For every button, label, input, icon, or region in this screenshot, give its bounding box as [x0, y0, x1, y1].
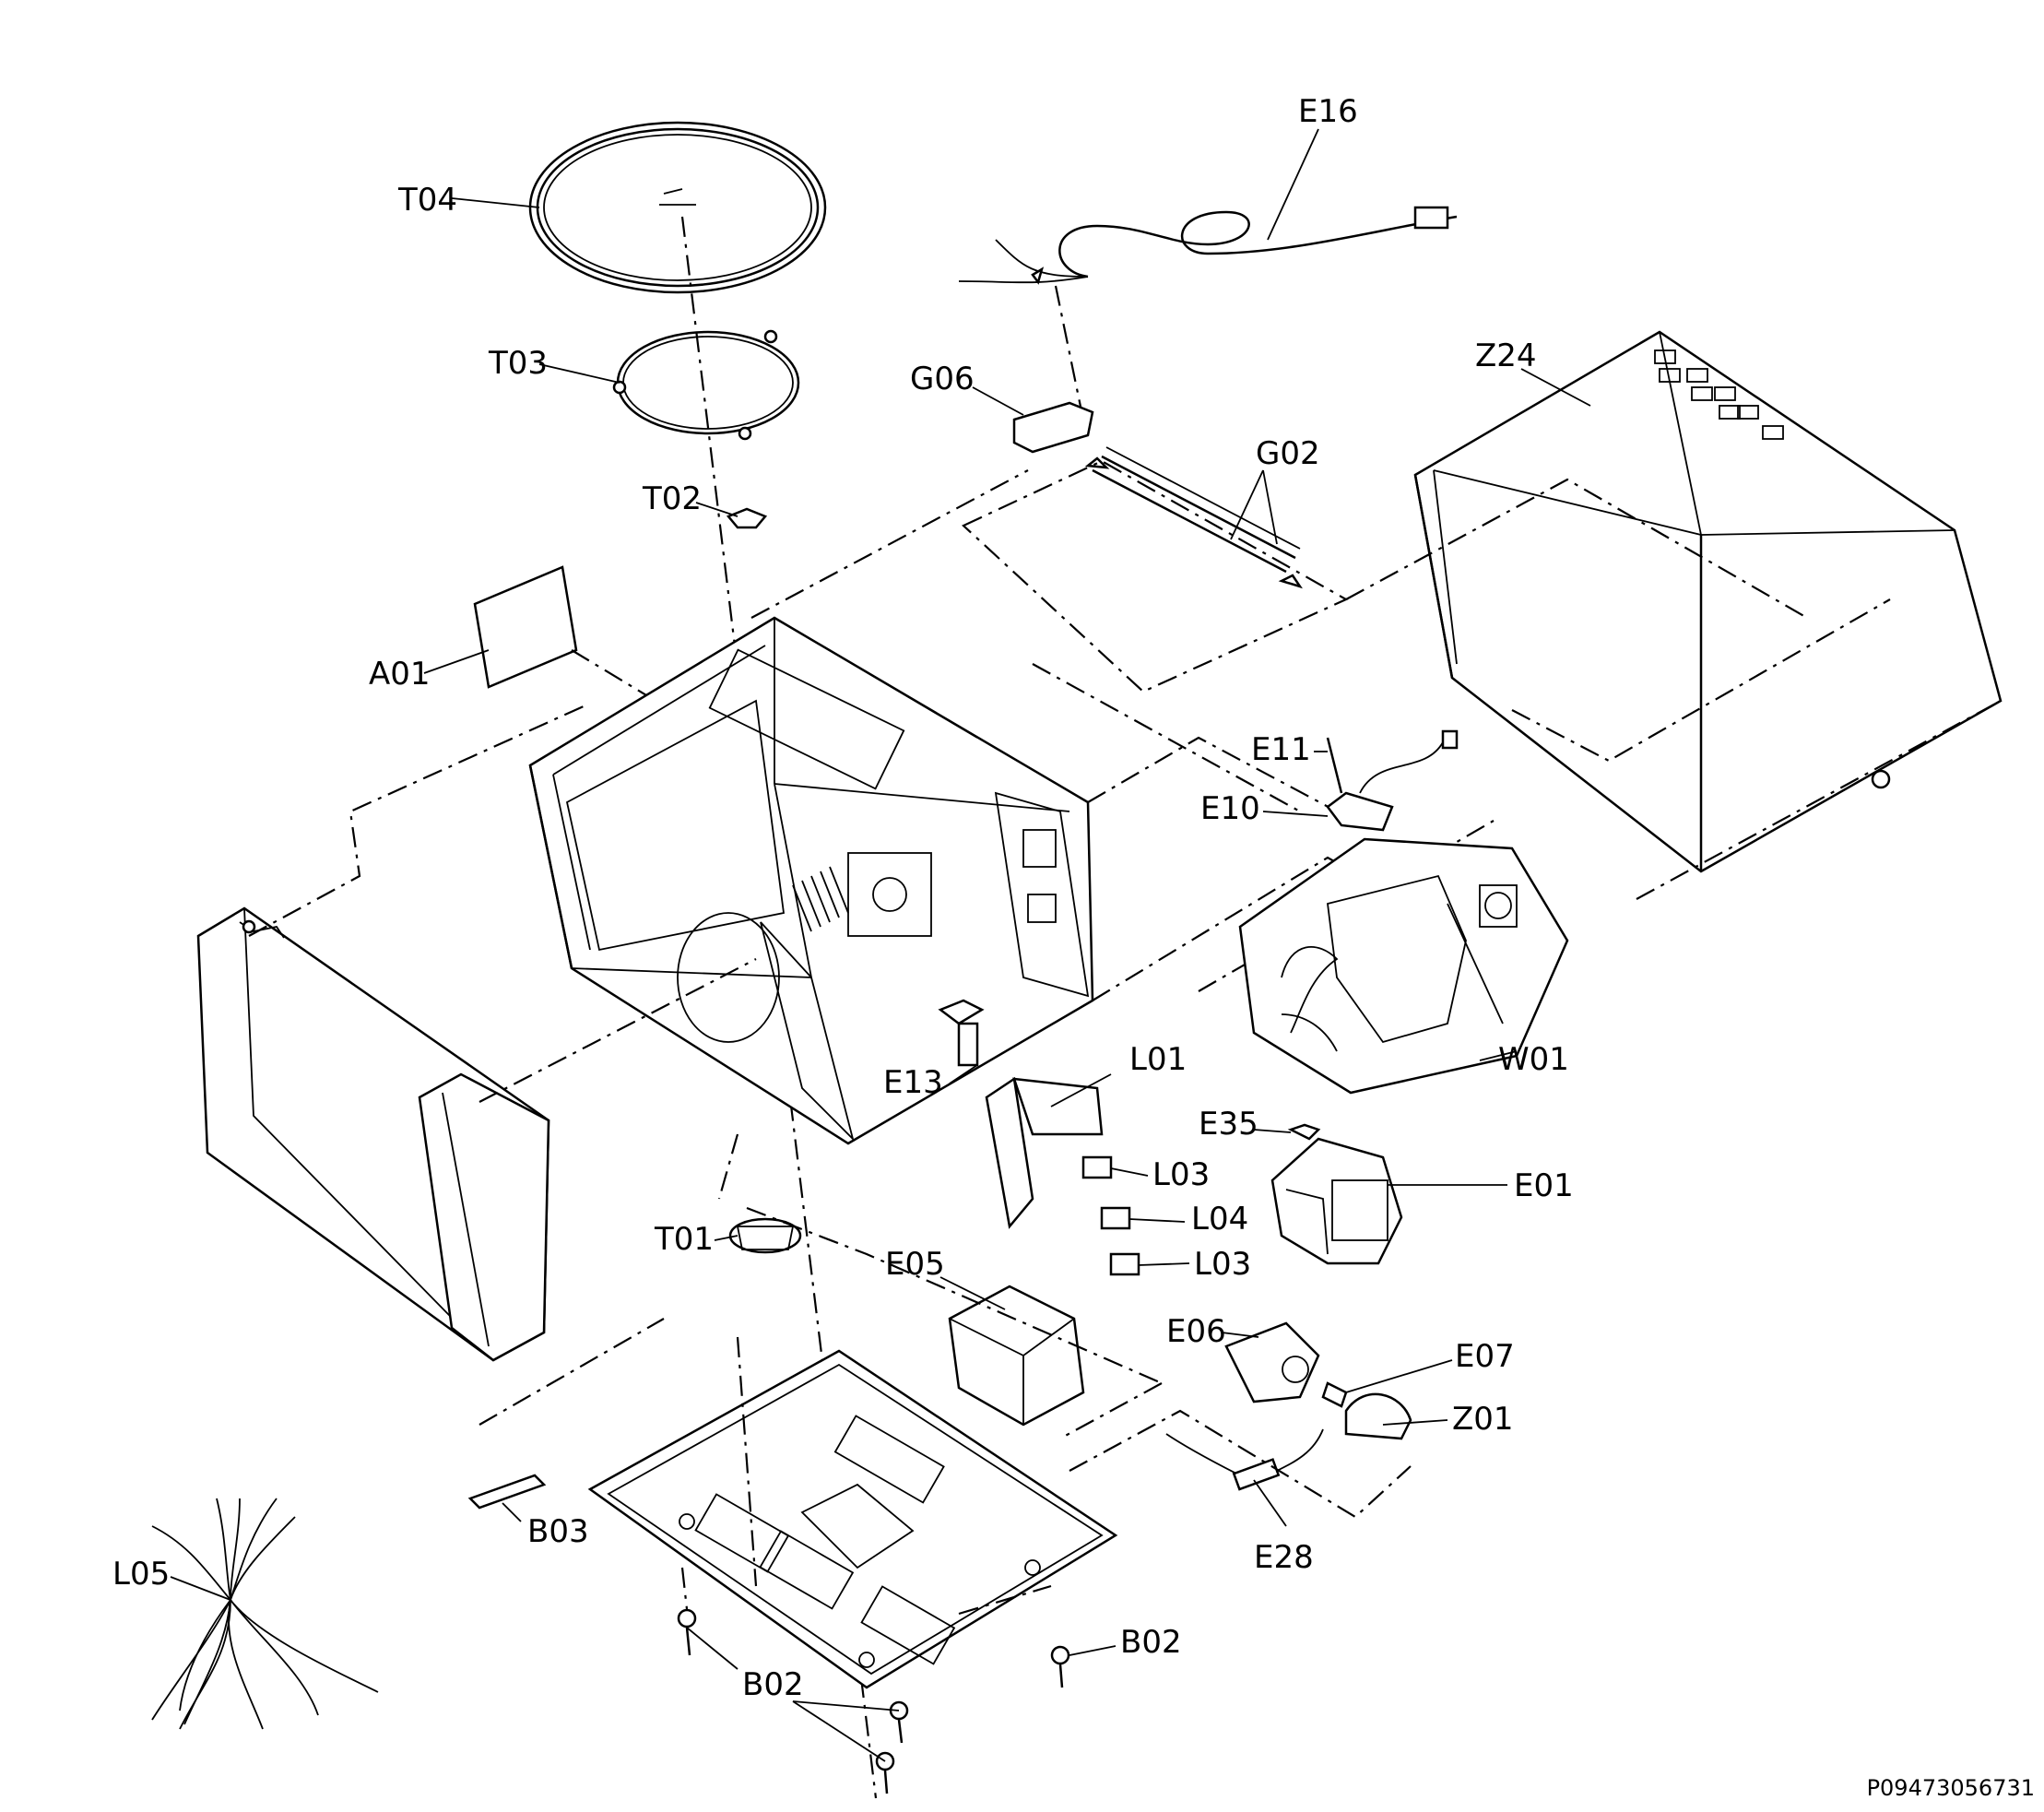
oven-cavity [528, 616, 1094, 1145]
label-L03-lower: L03 [1194, 1246, 1251, 1283]
outer-cabinet [1413, 330, 2003, 873]
waveguide-cover [473, 565, 578, 689]
label-Z24: Z24 [1475, 338, 1537, 374]
thermal-cutout [1287, 1123, 1321, 1141]
hv-diode [1321, 1381, 1348, 1408]
switch-middle [1100, 1206, 1131, 1230]
capacitor-bracket [1344, 1392, 1412, 1440]
part-labels: T04 T03 T02 E16 G06 G02 Z24 A01 E11 E10 … [112, 93, 1574, 1703]
label-E10: E10 [1200, 790, 1260, 827]
label-Z01: Z01 [1452, 1401, 1514, 1438]
label-T01: T01 [654, 1221, 714, 1258]
cavity-hatching [792, 866, 849, 932]
leader-lines [170, 128, 1591, 1762]
label-L03-upper: L03 [1152, 1156, 1210, 1193]
high-voltage-capacitor [1224, 1321, 1320, 1403]
label-E11: E11 [1251, 731, 1311, 768]
wire-harness [151, 1498, 379, 1730]
base-bracket [467, 1474, 547, 1510]
base-plate [587, 1349, 1118, 1689]
label-L04: L04 [1191, 1201, 1248, 1238]
oven-lamp [938, 999, 985, 1067]
low-voltage-transformer [948, 1285, 1085, 1427]
high-voltage-transformer [1270, 1137, 1403, 1265]
grill-heater-tubes [1084, 446, 1303, 589]
label-L01: L01 [1129, 1041, 1187, 1078]
thermostat [1326, 729, 1459, 832]
base-vent-grille [694, 1415, 956, 1665]
label-E28: E28 [1254, 1539, 1314, 1576]
fan-motor-assembly [1238, 837, 1569, 1095]
turntable-motor [728, 1217, 802, 1254]
turntable-glass-tray [528, 121, 827, 294]
label-T03: T03 [488, 345, 548, 382]
fuse-holder [1165, 1428, 1324, 1491]
interlock-switch-bracket [985, 1076, 1104, 1229]
label-T02: T02 [642, 480, 702, 517]
label-B02-left: B02 [742, 1666, 804, 1703]
label-E06: E06 [1166, 1313, 1226, 1350]
roller-ring [612, 329, 800, 441]
label-E05: E05 [885, 1246, 945, 1283]
coupler [726, 507, 768, 529]
label-E16: E16 [1298, 93, 1358, 130]
label-E07: E07 [1455, 1338, 1515, 1375]
label-G06: G06 [910, 361, 975, 397]
label-W01: W01 [1498, 1041, 1569, 1078]
label-T04: T04 [397, 182, 457, 219]
label-E35: E35 [1199, 1106, 1258, 1143]
label-B02-right: B02 [1120, 1624, 1182, 1661]
switch-top [1081, 1155, 1113, 1179]
cabinet-vent-slots [1654, 349, 1784, 440]
label-G02: G02 [1256, 435, 1320, 472]
heater-bracket [1012, 401, 1094, 454]
thermal-fuse [1326, 737, 1343, 794]
switch-bottom [1109, 1252, 1140, 1276]
label-E13: E13 [883, 1064, 943, 1101]
label-E01: E01 [1514, 1167, 1574, 1204]
label-L05: L05 [112, 1556, 170, 1593]
label-A01: A01 [369, 656, 431, 693]
power-cord [958, 206, 1458, 285]
document-code: P09473056731 [1866, 1775, 2035, 1801]
label-B03: B03 [527, 1513, 589, 1550]
oven-door [196, 906, 550, 1362]
